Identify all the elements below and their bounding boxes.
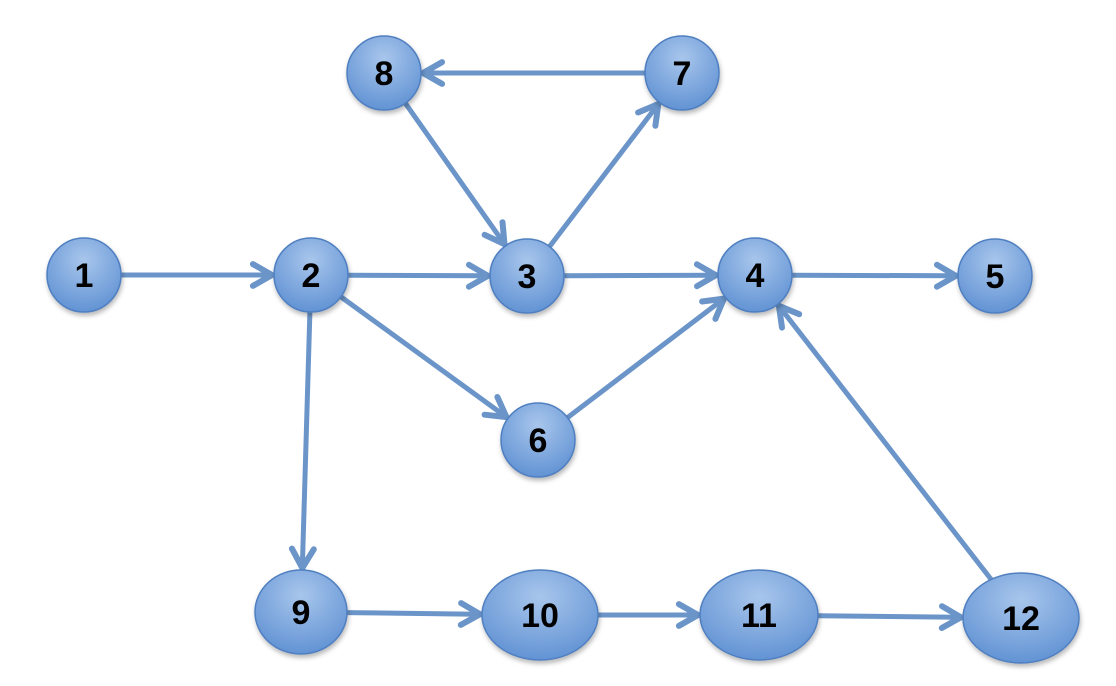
node-5: 5 (957, 238, 1033, 314)
node-circle (489, 238, 565, 314)
edge-3-to-4 (561, 261, 719, 290)
node-label: 4 (746, 257, 765, 295)
edge-line (402, 100, 506, 245)
arrowhead-icon (465, 261, 491, 290)
arrowhead-icon (938, 603, 964, 631)
edge-11-to-12 (815, 603, 964, 631)
node-1: 1 (46, 237, 122, 313)
edge-8-to-3 (402, 100, 508, 248)
node-circle (273, 237, 349, 313)
edge-line (547, 103, 659, 250)
arrowhead-icon (249, 261, 275, 289)
edge-2-to-9 (288, 309, 317, 571)
edge-9-to-10 (344, 600, 483, 628)
node-label: 5 (986, 258, 1005, 296)
edge-2-to-6 (338, 294, 510, 421)
node-circle (699, 569, 819, 661)
edge-line (778, 305, 994, 582)
node-label: 7 (673, 55, 692, 93)
arrowhead-icon (457, 600, 483, 628)
node-circle (481, 569, 599, 661)
arrowhead-icon (775, 302, 803, 331)
edge-7-to-8 (420, 59, 648, 87)
edges-layer (118, 59, 994, 631)
node-label: 10 (521, 597, 559, 635)
node-circle (962, 572, 1080, 664)
node-4: 4 (717, 237, 793, 313)
edge-10-to-11 (595, 601, 701, 629)
arrowhead-icon (675, 601, 701, 629)
edge-line (561, 272, 716, 279)
arrowhead-icon (481, 394, 510, 421)
node-label: 1 (75, 257, 94, 295)
arrowhead-icon (481, 219, 508, 248)
edge-line (345, 272, 488, 279)
edge-line (815, 613, 961, 620)
node-circle (644, 35, 720, 111)
node-label: 9 (292, 594, 311, 632)
edge-line (338, 294, 507, 418)
node-circle (254, 569, 348, 655)
edge-6-to-4 (565, 295, 727, 421)
arrowhead-icon (933, 261, 959, 290)
node-10: 10 (481, 569, 599, 661)
node-label: 3 (518, 258, 537, 296)
arrowhead-icon (420, 59, 446, 87)
edge-line (299, 309, 313, 568)
node-label: 8 (375, 55, 394, 93)
edge-2-to-3 (345, 261, 491, 290)
edge-3-to-7 (547, 101, 662, 250)
node-label: 2 (302, 257, 321, 295)
edge-1-to-2 (118, 261, 275, 289)
arrowhead-icon (288, 545, 317, 571)
node-8: 8 (346, 35, 422, 111)
edge-12-to-4 (775, 302, 994, 582)
node-12: 12 (962, 572, 1080, 664)
node-label: 12 (1002, 600, 1040, 638)
edge-4-to-5 (789, 261, 959, 290)
node-circle (717, 237, 793, 313)
node-11: 11 (699, 569, 819, 661)
node-6: 6 (500, 402, 576, 478)
edge-line (344, 610, 480, 617)
arrowhead-icon (693, 261, 719, 290)
node-3: 3 (489, 238, 565, 314)
edge-line (789, 272, 956, 279)
node-7: 7 (644, 35, 720, 111)
arrowhead-icon (699, 295, 727, 322)
arrowhead-icon (635, 101, 662, 129)
node-label: 6 (529, 422, 548, 460)
node-2: 2 (273, 237, 349, 313)
node-circle (46, 237, 122, 313)
node-9: 9 (254, 569, 348, 655)
node-circle (346, 35, 422, 111)
node-label: 11 (741, 597, 777, 635)
node-circle (957, 238, 1033, 314)
edge-line (565, 297, 725, 421)
node-circle (500, 402, 576, 478)
